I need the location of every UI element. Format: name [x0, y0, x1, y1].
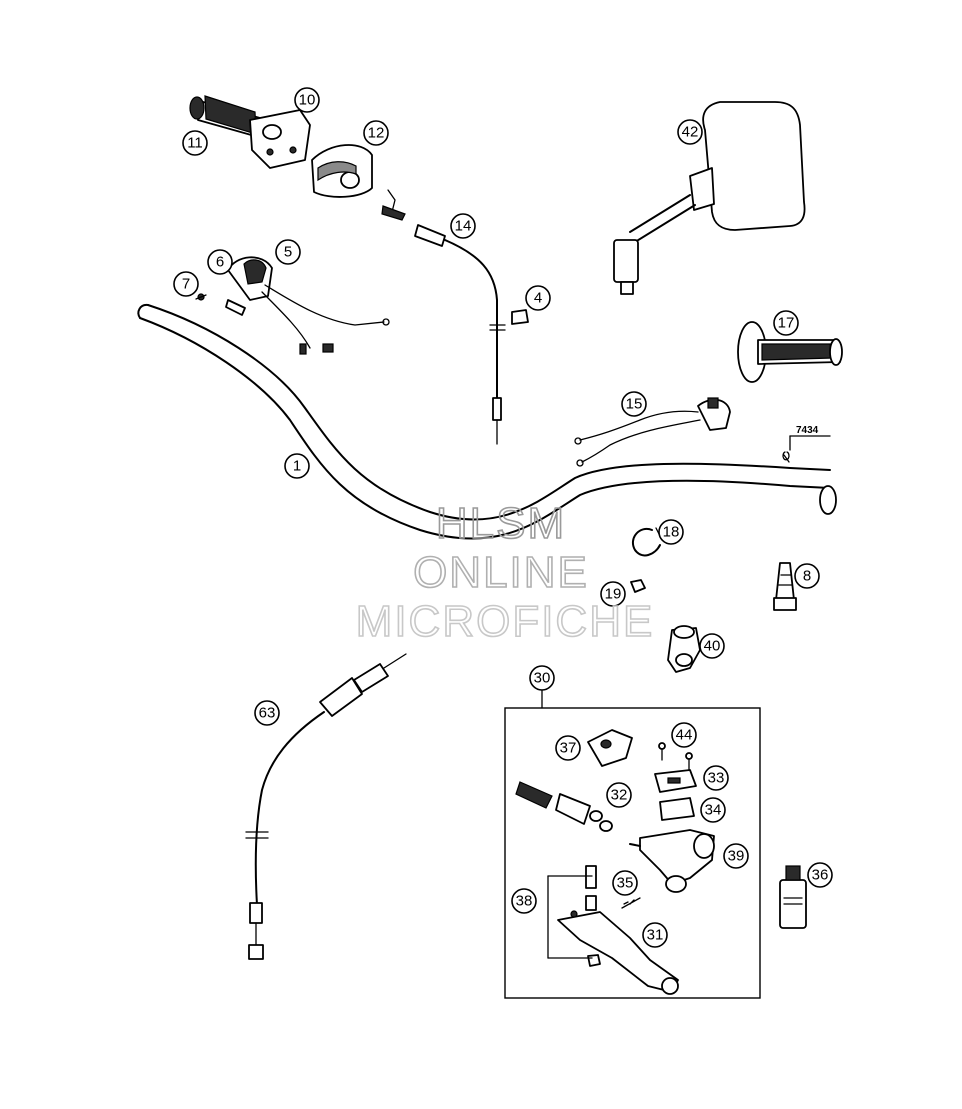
callout-1: 1	[284, 453, 310, 479]
callout-32-label: 32	[611, 787, 628, 804]
callout-12-label: 12	[368, 125, 385, 142]
watermark-line1: HLSM	[436, 499, 566, 548]
callout-5: 5	[275, 239, 301, 265]
callout-37-label: 37	[560, 740, 577, 757]
callout-36-label: 36	[812, 867, 829, 884]
callout-8: 8	[794, 563, 820, 589]
piston-kit	[515, 781, 613, 832]
throttle-grip	[189, 95, 311, 169]
spring	[621, 897, 641, 909]
bar-end-plug	[773, 562, 797, 611]
screws	[658, 742, 693, 771]
callout-35: 35	[612, 870, 638, 896]
callout-7: 7	[173, 271, 199, 297]
callout-7-label: 7	[182, 276, 190, 293]
callout-14: 14	[450, 213, 476, 239]
callout-63-label: 63	[259, 705, 276, 722]
clutch-assembly-box	[504, 689, 761, 999]
callout-30-label: 30	[534, 670, 551, 687]
callout-63: 63	[254, 700, 280, 726]
clutch-cable	[245, 653, 407, 960]
callout-32: 32	[606, 782, 632, 808]
light-switch	[574, 397, 731, 467]
reference-label: 7434	[796, 425, 819, 436]
callout-44-label: 44	[676, 727, 693, 744]
callout-15-label: 15	[626, 396, 643, 413]
callout-6: 6	[207, 249, 233, 275]
bracket-lines	[547, 875, 593, 959]
callout-44: 44	[671, 722, 697, 748]
callout-31-label: 31	[647, 927, 664, 944]
callout-12: 12	[363, 120, 389, 146]
callout-19-label: 19	[605, 586, 622, 603]
throttle-cable	[381, 189, 506, 445]
callout-35-label: 35	[617, 875, 634, 892]
callout-42: 42	[677, 119, 703, 145]
pivot-bolt	[585, 865, 597, 911]
diaphragm-cover	[654, 769, 697, 793]
mirror	[613, 101, 806, 295]
callout-33: 33	[703, 765, 729, 791]
callout-11: 11	[182, 130, 208, 156]
master-cylinder	[629, 829, 715, 893]
callout-15: 15	[621, 391, 647, 417]
callout-38-label: 38	[516, 893, 533, 910]
watermark: HLSM ONLINE MICROFICHE	[355, 498, 655, 647]
callout-4: 4	[525, 285, 551, 311]
callout-19: 19	[600, 581, 626, 607]
callout-17: 17	[773, 310, 799, 336]
callout-5-label: 5	[284, 244, 292, 261]
callout-18: 18	[658, 519, 684, 545]
fluid-bottle	[779, 865, 807, 929]
callout-34-label: 34	[705, 802, 722, 819]
watermark-line3: MICROFICHE	[356, 597, 655, 646]
watermark-line2: ONLINE	[413, 548, 589, 597]
handlebar	[137, 303, 837, 540]
callout-4-label: 4	[534, 290, 542, 307]
reservoir-cover	[587, 729, 633, 767]
callout-14-label: 14	[455, 218, 472, 235]
callout-8-label: 8	[803, 568, 811, 585]
callout-17-label: 17	[778, 315, 795, 332]
callout-36: 36	[807, 862, 833, 888]
callout-6-label: 6	[216, 254, 224, 271]
callout-34: 34	[700, 797, 726, 823]
cable-cap	[511, 309, 529, 325]
nut	[630, 579, 646, 593]
kill-switch	[195, 256, 390, 355]
throttle-cover	[311, 144, 373, 198]
callout-18-label: 18	[663, 524, 680, 541]
callout-39: 39	[723, 843, 749, 869]
callout-37: 37	[555, 735, 581, 761]
callout-42-label: 42	[682, 124, 699, 141]
diaphragm	[659, 797, 695, 821]
callout-10: 10	[294, 87, 320, 113]
callout-39-label: 39	[728, 848, 745, 865]
pivot-nut	[587, 954, 601, 967]
clutch-lever	[557, 910, 679, 995]
clamp	[667, 625, 701, 673]
left-grip	[737, 321, 843, 383]
callout-40-label: 40	[704, 638, 721, 655]
callout-38: 38	[511, 888, 537, 914]
callout-31: 31	[642, 922, 668, 948]
callout-33-label: 33	[708, 770, 725, 787]
cable-tie	[632, 527, 663, 557]
callout-10-label: 10	[299, 92, 316, 109]
callout-40: 40	[699, 633, 725, 659]
callout-30: 30	[529, 665, 555, 691]
callout-1-label: 1	[293, 458, 301, 475]
callout-11-label: 11	[187, 135, 203, 152]
